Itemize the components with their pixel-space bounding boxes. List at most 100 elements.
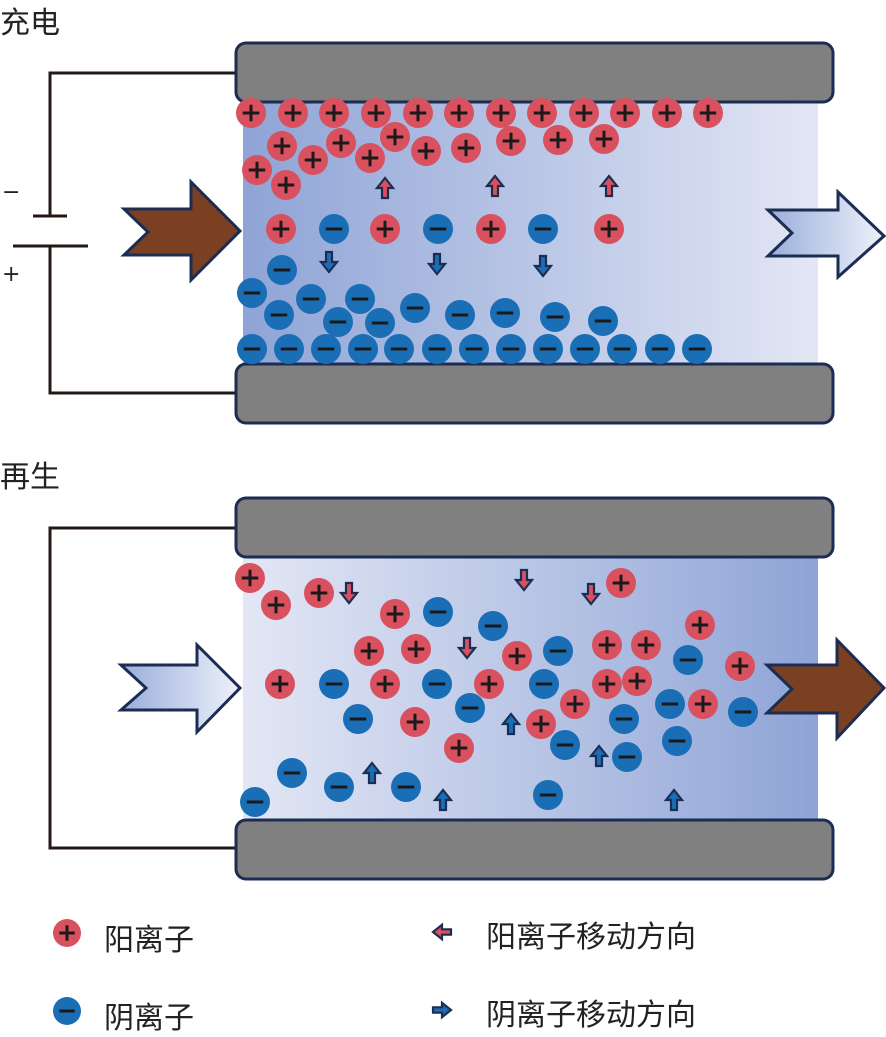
cation bbox=[266, 214, 296, 244]
cation bbox=[370, 669, 400, 699]
anion bbox=[445, 300, 475, 330]
anion-direction-arrow-icon bbox=[318, 250, 340, 274]
circuit-wire-top bbox=[48, 71, 237, 216]
cation bbox=[693, 98, 723, 128]
inflow-arrow-light bbox=[117, 641, 243, 736]
legend-cation-label: 阳离子 bbox=[104, 923, 194, 958]
legend-cation-icon bbox=[53, 919, 81, 947]
anion bbox=[365, 308, 395, 338]
anion bbox=[459, 334, 489, 364]
top-electrode bbox=[234, 496, 835, 559]
cation bbox=[543, 125, 573, 155]
anion bbox=[496, 334, 526, 364]
circuit-wire-bottom bbox=[48, 246, 237, 395]
anion bbox=[533, 780, 563, 810]
cation-direction-arrow-icon bbox=[338, 581, 360, 605]
anion bbox=[540, 302, 570, 332]
cation bbox=[411, 136, 441, 166]
cation bbox=[476, 214, 506, 244]
anion bbox=[323, 307, 353, 337]
outflow-arrow-brown bbox=[763, 636, 886, 742]
cation bbox=[486, 98, 516, 128]
cation bbox=[380, 122, 410, 152]
cation bbox=[271, 170, 301, 200]
outflow-arrow-light bbox=[764, 188, 886, 281]
anion bbox=[423, 214, 453, 244]
cation bbox=[527, 98, 557, 128]
cation-direction-arrow-icon bbox=[580, 582, 602, 606]
cation bbox=[53, 919, 81, 947]
anion bbox=[319, 669, 349, 699]
bottom-electrode bbox=[234, 362, 835, 425]
cation bbox=[298, 145, 328, 175]
anion bbox=[237, 278, 267, 308]
anion bbox=[423, 597, 453, 627]
anion bbox=[490, 298, 520, 328]
cation bbox=[265, 669, 295, 699]
legend-anion-label: 阴离子 bbox=[104, 1001, 194, 1036]
cation bbox=[403, 98, 433, 128]
cation bbox=[688, 689, 718, 719]
anion bbox=[400, 293, 430, 323]
legend-cation-direction-label: 阳离子移动方向 bbox=[486, 920, 696, 955]
cation bbox=[361, 98, 391, 128]
cation bbox=[592, 630, 622, 660]
anion bbox=[570, 334, 600, 364]
anion bbox=[324, 772, 354, 802]
anion bbox=[53, 997, 81, 1025]
anion-direction-arrow-icon bbox=[588, 744, 610, 768]
anion bbox=[348, 334, 378, 364]
short-circuit-wire bbox=[48, 526, 237, 850]
cation bbox=[444, 733, 474, 763]
anion bbox=[645, 334, 675, 364]
anion bbox=[455, 693, 485, 723]
cation bbox=[444, 98, 474, 128]
anion bbox=[319, 214, 349, 244]
cation bbox=[496, 126, 526, 156]
anion bbox=[529, 669, 559, 699]
anion bbox=[264, 300, 294, 330]
cation bbox=[610, 98, 640, 128]
anion-direction-arrow-icon bbox=[361, 761, 383, 785]
cation bbox=[725, 651, 755, 681]
cation-direction-arrow-icon bbox=[456, 636, 478, 660]
cation bbox=[569, 98, 599, 128]
cation-direction-arrow-icon bbox=[374, 176, 396, 200]
anion-direction-arrow-icon bbox=[426, 252, 448, 276]
legend-anion-icon bbox=[53, 997, 81, 1025]
cation bbox=[474, 669, 504, 699]
cation bbox=[370, 214, 400, 244]
legend-cation-direction-icon bbox=[431, 922, 453, 942]
cation bbox=[451, 133, 481, 163]
anion-direction-arrow-icon bbox=[663, 788, 685, 812]
cation bbox=[400, 707, 430, 737]
cation bbox=[326, 128, 356, 158]
anion-direction-arrow-icon bbox=[432, 788, 454, 812]
cation bbox=[304, 578, 334, 608]
cation bbox=[622, 666, 652, 696]
cation bbox=[354, 636, 384, 666]
anion bbox=[612, 742, 642, 772]
anion bbox=[655, 689, 685, 719]
inflow-arrow-brown bbox=[120, 178, 243, 284]
cation bbox=[594, 214, 624, 244]
anion bbox=[384, 334, 414, 364]
cation bbox=[380, 599, 410, 629]
anion bbox=[543, 636, 573, 666]
cation bbox=[236, 98, 266, 128]
top-electrode bbox=[234, 41, 835, 104]
anion bbox=[277, 758, 307, 788]
legend-anion-direction-label: 阴离子移动方向 bbox=[486, 998, 696, 1033]
cation-direction-arrow-icon bbox=[598, 174, 620, 198]
anion bbox=[478, 611, 508, 641]
cation-direction-arrow-icon bbox=[484, 174, 506, 198]
cation bbox=[685, 610, 715, 640]
anion bbox=[240, 787, 270, 817]
cation bbox=[526, 709, 556, 739]
cation bbox=[242, 155, 272, 185]
charging-panel bbox=[13, 41, 886, 425]
bottom-electrode bbox=[234, 818, 835, 881]
anion bbox=[533, 334, 563, 364]
anion bbox=[607, 334, 637, 364]
